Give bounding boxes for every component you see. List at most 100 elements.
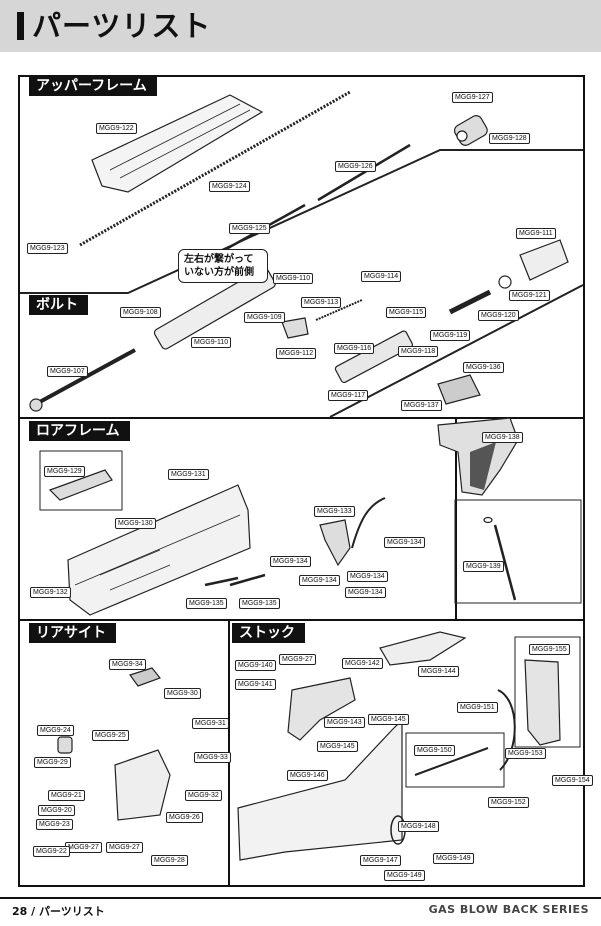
part-label: MGG9-34 xyxy=(109,659,146,670)
firing-spring-drawing xyxy=(315,299,363,321)
part-label: MGG9-113 xyxy=(301,297,342,308)
part-label: MGG9-119 xyxy=(430,330,471,341)
part-label: MGG9-150 xyxy=(414,745,455,756)
part-label: MGG9-122 xyxy=(96,123,137,134)
stock-trunnion-drawing xyxy=(287,677,356,741)
section-bolt: ボルト xyxy=(29,295,88,315)
footer-page: 28 / パーツリスト xyxy=(12,903,105,919)
part-label: MGG9-108 xyxy=(120,307,161,318)
divider-lower-right xyxy=(455,419,457,619)
dust-cover-drawing xyxy=(91,94,264,193)
grip-screw-drawing xyxy=(493,524,517,601)
part-label: MGG9-144 xyxy=(418,666,459,677)
part-label: MGG9-135 xyxy=(186,598,227,609)
section-upper-frame: アッパーフレーム xyxy=(29,76,157,96)
part-label: MGG9-114 xyxy=(361,271,402,282)
part-label: MGG9-28 xyxy=(151,855,188,866)
part-label: MGG9-127 xyxy=(452,92,493,103)
part-label: MGG9-27 xyxy=(279,654,316,665)
part-label: MGG9-131 xyxy=(168,469,209,480)
part-label: MGG9-134 xyxy=(299,575,340,586)
part-label: MGG9-26 xyxy=(166,812,203,823)
part-label: MGG9-21 xyxy=(48,790,85,801)
trigger-assembly-drawing xyxy=(48,469,113,501)
part-label: MGG9-149 xyxy=(384,870,425,881)
footer-series: GAS BLOW BACK SERIES xyxy=(428,903,589,916)
part-label: MGG9-111 xyxy=(516,228,556,239)
page-number: 28 xyxy=(12,905,28,918)
part-label: MGG9-152 xyxy=(488,797,529,808)
part-label: MGG9-117 xyxy=(328,390,369,401)
part-label: MGG9-22 xyxy=(33,846,70,857)
part-label: MGG9-116 xyxy=(334,343,375,354)
page-label: / パーツリスト xyxy=(31,905,105,918)
section-stock: ストック xyxy=(232,623,305,643)
part-label: MGG9-139 xyxy=(463,561,504,572)
rear-sight-leaf-drawing xyxy=(129,667,161,687)
part-label: MGG9-143 xyxy=(324,717,365,728)
part-label: MGG9-124 xyxy=(209,181,250,192)
rear-rod-drawing xyxy=(317,143,411,202)
divider-bolt-section xyxy=(329,284,584,418)
extractor-drawing xyxy=(281,317,309,339)
part-label: MGG9-135 xyxy=(239,598,280,609)
part-label: MGG9-130 xyxy=(115,518,156,529)
grip-cover-drawing xyxy=(437,374,481,405)
part-label: MGG9-25 xyxy=(92,730,129,741)
part-label: MGG9-146 xyxy=(287,770,328,781)
part-label: MGG9-33 xyxy=(194,752,231,763)
recoil-spring-drawing xyxy=(79,90,351,247)
part-label: MGG9-145 xyxy=(317,741,358,752)
stock-latch-drawing xyxy=(379,631,467,666)
bolt-carrier-drawing xyxy=(153,267,276,350)
part-label: MGG9-153 xyxy=(505,748,546,759)
part-label: MGG9-140 xyxy=(235,660,276,671)
sight-block-drawing xyxy=(453,115,488,146)
part-label: MGG9-20 xyxy=(38,805,75,816)
part-label: MGG9-147 xyxy=(360,855,401,866)
trigger-spring-drawing xyxy=(319,519,351,567)
buttplate-drawing xyxy=(524,659,561,746)
hop-chamber-drawing xyxy=(519,239,569,281)
parts-frame xyxy=(18,75,585,887)
part-label: MGG9-31 xyxy=(192,718,229,729)
part-label: MGG9-155 xyxy=(529,644,570,655)
divider-upper-bolt xyxy=(20,149,583,294)
part-label: MGG9-24 xyxy=(37,725,74,736)
part-label: MGG9-118 xyxy=(398,346,439,357)
part-label: MGG9-137 xyxy=(401,400,442,411)
assembly-note: 左右が繋がっていない方が前側 xyxy=(178,249,268,283)
rear-sight-drawing xyxy=(114,749,171,821)
part-label: MGG9-141 xyxy=(235,679,276,690)
stock-bolt-drawing xyxy=(414,747,489,776)
page-title: パーツリスト xyxy=(32,9,212,43)
part-label: MGG9-154 xyxy=(552,775,593,786)
title-bar: パーツリスト xyxy=(0,0,601,52)
part-label: MGG9-134 xyxy=(270,556,311,567)
part-label: MGG9-125 xyxy=(229,223,270,234)
part-label: MGG9-120 xyxy=(478,310,519,321)
part-label: MGG9-29 xyxy=(34,757,71,768)
part-label: MGG9-109 xyxy=(244,312,285,323)
part-label: MGG9-30 xyxy=(164,688,201,699)
part-label: MGG9-142 xyxy=(342,658,383,669)
section-lower-frame: ロアフレーム xyxy=(29,421,130,441)
sling-swivel-drawing xyxy=(497,689,516,771)
part-label: MGG9-134 xyxy=(347,571,388,582)
part-label: MGG9-107 xyxy=(47,366,88,377)
divider-bolt-lower xyxy=(20,417,583,419)
part-label: MGG9-151 xyxy=(457,702,498,713)
part-label: MGG9-32 xyxy=(185,790,222,801)
part-label: MGG9-110 xyxy=(191,337,232,348)
part-label: MGG9-110 xyxy=(273,273,314,284)
part-label: MGG9-134 xyxy=(345,587,386,598)
part-label: MGG9-129 xyxy=(44,466,85,477)
part-label: MGG9-27 xyxy=(65,842,102,853)
divider-lower-bottom xyxy=(20,619,583,621)
part-label: MGG9-133 xyxy=(314,506,355,517)
part-label: MGG9-115 xyxy=(386,307,427,318)
part-label: MGG9-138 xyxy=(482,432,523,443)
part-label: MGG9-128 xyxy=(489,133,530,144)
trigger-guard-rod xyxy=(351,497,386,549)
part-label: MGG9-123 xyxy=(27,243,68,254)
